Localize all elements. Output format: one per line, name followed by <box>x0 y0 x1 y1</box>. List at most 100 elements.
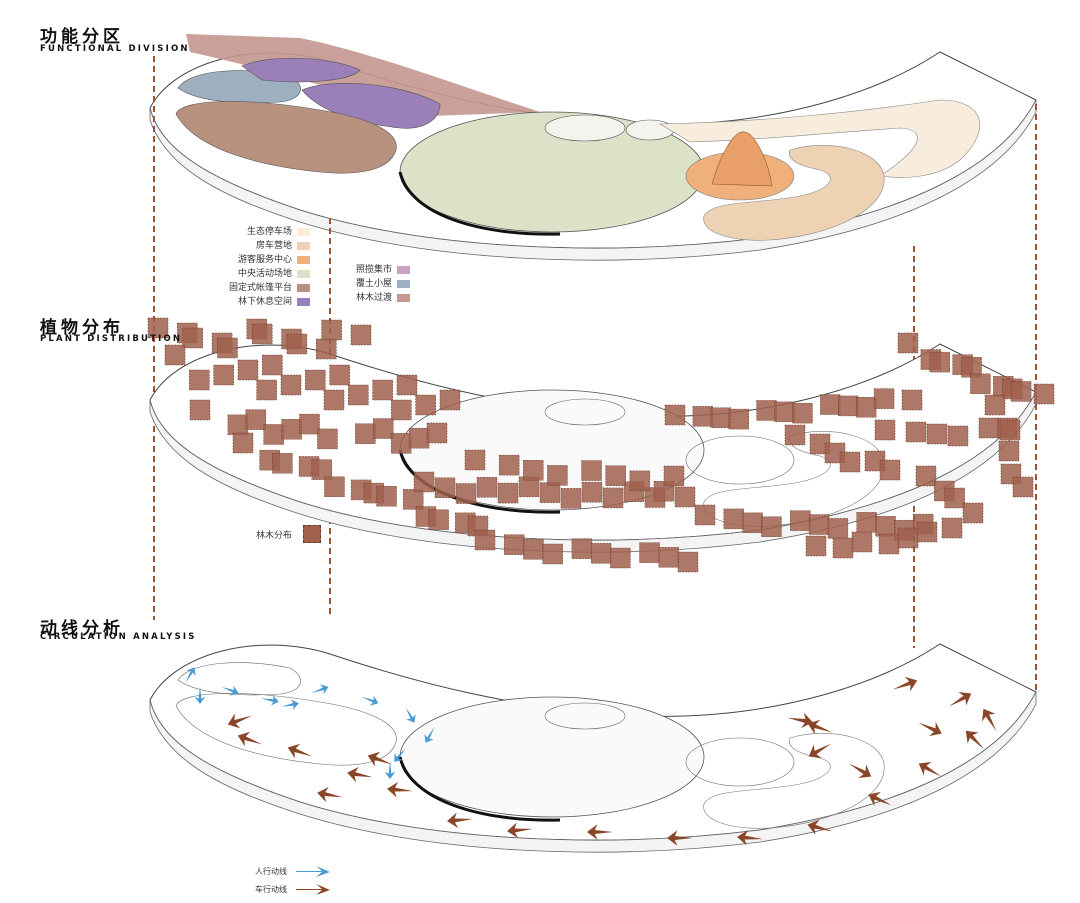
pedestrian-arrow <box>424 727 435 743</box>
tree-marker <box>926 423 948 445</box>
tree-marker <box>321 319 342 341</box>
zone-tent-platform <box>175 101 397 174</box>
tree-marker <box>838 395 859 417</box>
circulation-arrows <box>185 667 997 846</box>
tree-marker <box>547 465 568 486</box>
tree-marker <box>742 512 763 534</box>
tree-marker <box>281 419 302 440</box>
tree-marker <box>970 373 991 395</box>
tree-marker <box>999 419 1021 441</box>
vehicle-arrow <box>367 751 393 767</box>
tree-marker <box>373 418 394 439</box>
tree-marker <box>916 521 938 543</box>
tree-marker <box>474 529 496 551</box>
plant-legend-swatch <box>303 525 321 543</box>
tree-marker <box>774 401 795 423</box>
vehicle-arrow <box>918 722 942 737</box>
vehicle-arrow-glyph <box>296 884 330 895</box>
tree-marker <box>189 399 211 421</box>
tree-marker <box>497 482 519 504</box>
tree-marker <box>455 483 477 504</box>
tree-marker <box>182 327 203 349</box>
tree-marker <box>674 486 696 508</box>
vehicle-arrow <box>948 691 972 707</box>
pedestrian-arrow <box>221 685 239 696</box>
tree-marker <box>897 527 919 549</box>
tree-marker <box>874 419 896 441</box>
tree-marker <box>664 404 686 426</box>
pedestrian-arrow <box>194 686 206 704</box>
tree-marker <box>605 465 626 486</box>
pedestrian-arrow <box>261 694 279 706</box>
pedestrian-arrow <box>405 707 416 723</box>
tree-marker <box>402 489 424 510</box>
tree-marker <box>408 427 430 449</box>
tree-marker <box>879 459 901 481</box>
vehicle-arrow <box>737 830 763 846</box>
functional-subtitle: FUNCTIONAL DIVISION <box>40 44 190 54</box>
legend-vehicle: 车行动线 <box>255 885 287 894</box>
tree-marker <box>523 539 544 560</box>
tree-marker <box>784 424 806 446</box>
plant-subtitle: PLANT DISTRIBUTION <box>40 334 183 344</box>
vehicle-arrow <box>807 719 833 735</box>
tree-marker <box>355 423 376 444</box>
tree-marker <box>856 512 877 533</box>
tree-marker <box>805 535 827 557</box>
tree-marker <box>947 425 969 447</box>
tree-marker <box>286 333 308 355</box>
vehicle-arrow <box>447 812 473 828</box>
tree-marker <box>602 487 624 509</box>
vehicle-arrow <box>868 791 892 806</box>
vehicle-arrow <box>507 822 533 838</box>
tree-marker <box>329 364 350 386</box>
tree-marker <box>692 406 714 427</box>
tree-marker <box>262 354 283 376</box>
tree-marker <box>663 465 685 487</box>
pedestrian-arrow <box>384 761 396 779</box>
functional-title: 功能分区 <box>40 27 124 47</box>
tree-marker <box>523 460 544 481</box>
functional-layer <box>149 34 1037 692</box>
tree-marker <box>439 389 461 411</box>
tree-marker <box>391 399 412 421</box>
vehicle-arrow <box>387 782 413 798</box>
vehicle-arrow <box>892 676 918 692</box>
tree-marker <box>426 422 448 444</box>
vehicle-arrow <box>787 712 813 729</box>
tree-marker <box>272 453 293 474</box>
tree-marker <box>372 379 393 401</box>
tree-marker <box>839 451 861 473</box>
zone-understory-rest <box>241 57 361 83</box>
tree-marker <box>851 531 873 553</box>
tree-marker <box>245 409 267 430</box>
zone-forest-transition <box>186 34 540 116</box>
tree-marker <box>390 433 412 454</box>
tree-marker <box>915 465 937 487</box>
legend-arrow-glyphs <box>296 866 330 895</box>
tree-marker <box>324 476 345 498</box>
tree-marker <box>658 547 680 568</box>
tree-marker <box>1033 383 1055 405</box>
vehicle-arrow <box>587 824 613 840</box>
tree-marker <box>503 534 525 555</box>
plant-layer <box>149 343 1037 553</box>
vehicle-arrow <box>347 766 373 783</box>
pedestrian-arrow <box>311 684 329 695</box>
tree-marker <box>217 337 238 359</box>
circulation-title: 动线分析 <box>40 619 124 639</box>
tree-marker <box>376 485 397 507</box>
tree-marker <box>694 504 716 526</box>
tree-marker <box>875 516 896 537</box>
tree-marker <box>827 518 849 539</box>
tree-marker <box>878 533 900 555</box>
tree-marker <box>299 413 320 435</box>
vehicle-arrow <box>807 819 833 835</box>
tree-marker <box>998 440 1020 462</box>
vehicle-arrow <box>981 708 997 732</box>
tree-marker <box>723 508 745 530</box>
pedestrian-arrow-glyph <box>296 866 330 877</box>
tree-marker <box>1012 476 1034 498</box>
tree-marker <box>761 516 782 537</box>
